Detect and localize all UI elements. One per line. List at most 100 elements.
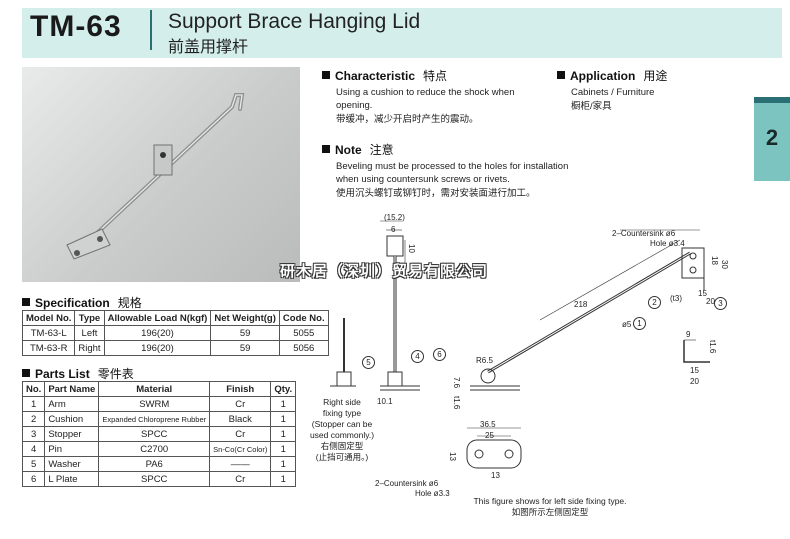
spec-cell: 5056 — [278, 340, 329, 356]
part-balloon-5: 5 — [362, 356, 375, 369]
spec-cell: Right — [74, 340, 105, 356]
dim-13-b: 13 — [491, 471, 500, 480]
countersink-top-label: 2–Countersink ø6 — [612, 229, 676, 238]
header-bar — [22, 8, 782, 58]
characteristic-text-en: Using a cushion to reduce the shock when… — [336, 87, 515, 111]
dim-20: 20 — [706, 297, 715, 306]
parts-cell: 6 — [21, 471, 46, 487]
specification-heading: Specification 规格 — [22, 294, 142, 311]
hole-bottom-label: Hole ø3.3 — [415, 489, 450, 498]
parts-list-table: No. Part Name Material Finish Qty. 1 Arm… — [21, 381, 297, 487]
application-text-cn: 橱柜/家具 — [571, 101, 612, 112]
specification-title-cn: 规格 — [117, 296, 142, 310]
specification-title: Specification — [35, 296, 110, 310]
application-heading: Application 用途 — [557, 67, 667, 84]
dim-t3: (t3) — [670, 294, 682, 303]
application-title: Application — [570, 69, 636, 83]
characteristic-title-cn: 特点 — [423, 69, 448, 83]
dim-18: 18 — [710, 256, 719, 265]
table-row: TM-63-R Right 196(20) 59 5056 — [21, 340, 329, 356]
heading-square-icon — [322, 71, 330, 79]
note-text-cn: 使用沉头螺钉或铆钉时，需对安装面进行加工。 — [336, 188, 536, 199]
dim-r6-5: R6.5 — [476, 356, 493, 365]
parts-cell: Cr — [209, 471, 272, 487]
parts-header-row: No. Part Name Material Finish Qty. — [21, 381, 297, 397]
parts-cell: L Plate — [44, 471, 100, 487]
heading-square-icon — [22, 369, 30, 377]
dim-30: 30 — [720, 260, 729, 269]
characteristic-heading: Characteristic 特点 — [322, 67, 447, 84]
spec-header-weight: Net Weight(g) — [210, 310, 280, 326]
hole-top-label: Hole ø3.4 — [650, 239, 685, 248]
company-watermark: 研木居（深圳）贸易有限公司 — [280, 263, 489, 280]
product-photo — [22, 67, 300, 282]
specification-header-row: Model No. Type Allowable Load N(kgf) Net… — [21, 310, 329, 326]
heading-square-icon — [322, 145, 330, 153]
dim-36-5: 36.5 — [480, 420, 496, 429]
application-text-en: Cabinets / Furniture — [571, 87, 655, 98]
heading-square-icon — [557, 71, 565, 79]
caption-line: Right side — [323, 397, 361, 407]
product-photo-illustration — [66, 93, 245, 260]
parts-header-name: Part Name — [44, 381, 100, 397]
parts-list-heading: Parts List 零件表 — [22, 365, 134, 382]
characteristic-text-cn: 带缓冲，减少开启时产生的震动。 — [336, 114, 479, 125]
table-row: TM-63-L Left 196(20) 59 5055 — [21, 325, 329, 341]
characteristic-title: Characteristic — [335, 69, 416, 83]
header-divider — [150, 10, 152, 50]
right-side-caption: Right side fixing type (Stopper can be u… — [305, 397, 379, 463]
application-title-cn: 用途 — [643, 69, 668, 83]
part-balloon-1: 1 — [633, 317, 646, 330]
dim-phi5: ø5 — [622, 320, 632, 329]
chapter-number: 2 — [765, 125, 779, 150]
title-chinese: 前盖用撑杆 — [168, 39, 249, 56]
dim-15-b: 15 — [690, 366, 699, 375]
caption-line: fixing type — [322, 408, 362, 418]
dim-15-2: (15.2) — [384, 213, 405, 222]
dim-10-top: 10 — [407, 244, 416, 253]
dim-20-b: 20 — [690, 377, 699, 386]
table-row: 4 Pin C2700 Sn-Co(Cr Color) 1 — [21, 441, 297, 457]
caption-line: used commonly.) — [309, 430, 375, 440]
heading-square-icon — [22, 298, 30, 306]
parts-list-title: Parts List — [35, 367, 90, 381]
part-balloon-3: 3 — [714, 297, 727, 310]
model-number: TM-63 — [30, 10, 122, 43]
parts-cell: 1 — [270, 471, 297, 487]
table-row: 3 Stopper SPCC Cr 1 — [21, 426, 297, 442]
dim-t1-6: t1.6 — [452, 396, 461, 410]
parts-list-title-cn: 零件表 — [97, 367, 134, 381]
parts-header-material: Material — [98, 381, 211, 397]
caption-line: (止挡可通用。) — [315, 452, 369, 462]
dim-t1-6-b: t1.6 — [708, 340, 717, 354]
note-text-en: Beveling must be processed to the holes … — [336, 161, 569, 185]
countersink-bottom-label: 2–Countersink ø6 — [375, 479, 439, 488]
dim-10-1: 10.1 — [377, 397, 393, 406]
dim-25: 25 — [485, 431, 494, 440]
chapter-tab: 2 — [754, 97, 790, 181]
front-top-block — [386, 235, 404, 257]
spec-header-type: Type — [74, 310, 105, 326]
spec-cell: 196(20) — [103, 340, 212, 356]
title-english: Support Brace Hanging Lid — [168, 10, 421, 33]
dim-7-6: 7.6 — [452, 377, 461, 389]
dim-13-a: 13 — [448, 452, 457, 461]
table-row: 6 L Plate SPCC Cr 1 — [21, 471, 297, 487]
part-balloon-2: 2 — [648, 296, 661, 309]
part-balloon-6: 6 — [433, 348, 446, 361]
dim-218: 218 — [574, 300, 588, 309]
specification-table: Model No. Type Allowable Load N(kgf) Net… — [21, 310, 329, 356]
figure-caption-cn: 如图所示左侧固定型 — [511, 507, 589, 517]
part-balloon-4: 4 — [411, 350, 424, 363]
parts-cell: Arm — [44, 396, 100, 412]
dim-15: 15 — [698, 289, 707, 298]
spec-header-code: Code No. — [278, 310, 329, 326]
caption-line: 右侧固定型 — [320, 441, 364, 451]
table-row: 1 Arm SWRM Cr 1 — [21, 396, 297, 412]
dim-9: 9 — [686, 330, 691, 339]
spec-cell: TM-63-R — [21, 340, 76, 356]
caption-line: (Stopper can be — [311, 419, 373, 429]
parts-header-no: No. — [21, 381, 46, 397]
